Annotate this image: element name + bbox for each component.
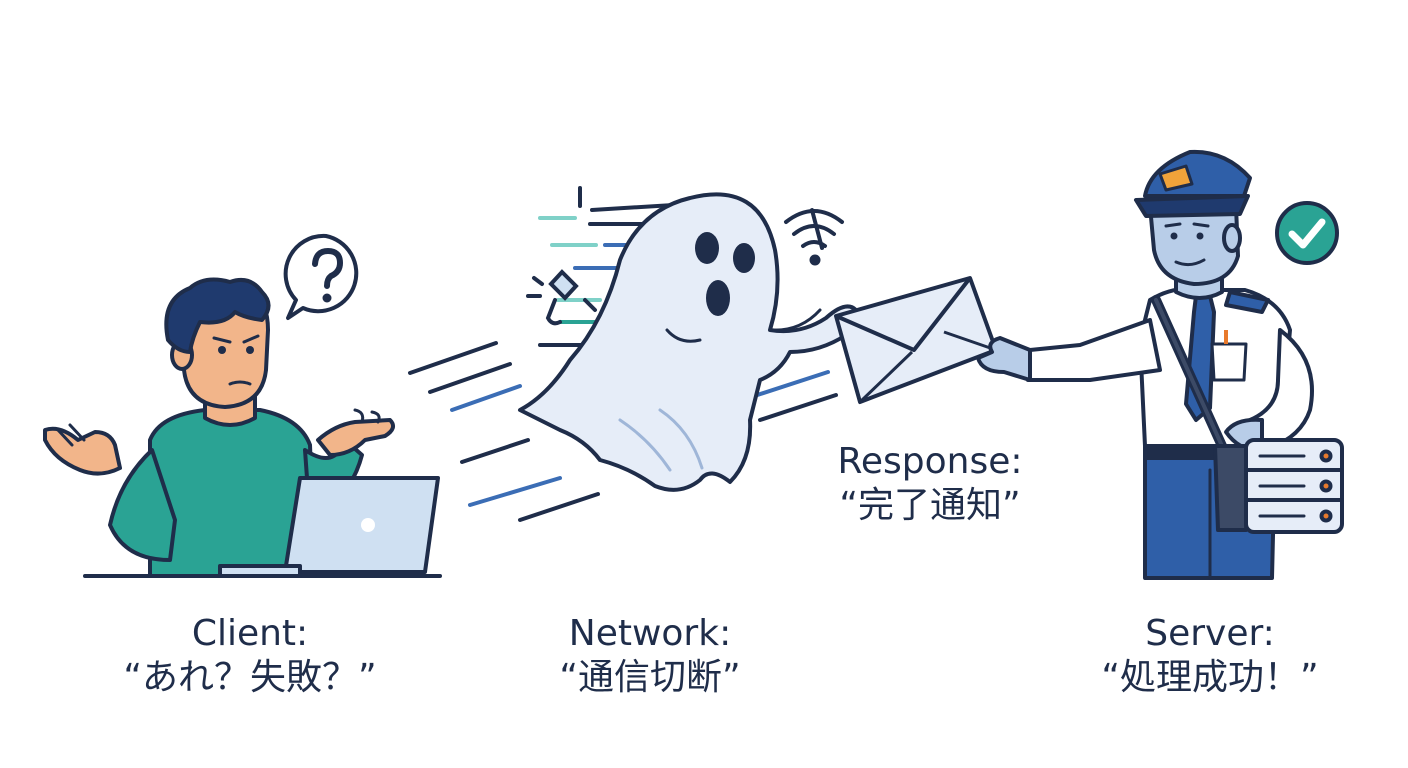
server-figure bbox=[976, 149, 1314, 580]
network-quote: “通信切断” bbox=[559, 657, 741, 698]
envelope-icon bbox=[834, 276, 998, 404]
question-mark-icon bbox=[312, 247, 344, 303]
broken-connection-icon bbox=[526, 269, 597, 326]
response-quote: “完了通知” bbox=[839, 485, 1021, 526]
ghost-figure bbox=[518, 192, 862, 492]
question-bubble bbox=[283, 233, 359, 320]
server-label: Server: “処理成功！” bbox=[1060, 612, 1360, 700]
network-title: Network: bbox=[568, 613, 732, 654]
network-label: Network: “通信切断” bbox=[500, 612, 800, 700]
checkmark-icon bbox=[1275, 201, 1339, 265]
speed-lines bbox=[408, 341, 838, 522]
server-quote: “処理成功！” bbox=[1101, 657, 1319, 698]
wifi-broken-icon bbox=[784, 208, 844, 266]
server-rack-icon bbox=[1213, 438, 1344, 534]
client-figure bbox=[43, 277, 442, 578]
client-title: Client: bbox=[191, 613, 309, 654]
server-title: Server: bbox=[1145, 613, 1275, 654]
response-title: Response: bbox=[837, 441, 1023, 482]
client-label: Client: “あれ？失敗？” bbox=[100, 612, 400, 700]
client-quote: “あれ？失敗？” bbox=[123, 657, 377, 698]
response-label: Response: “完了通知” bbox=[780, 440, 1080, 528]
